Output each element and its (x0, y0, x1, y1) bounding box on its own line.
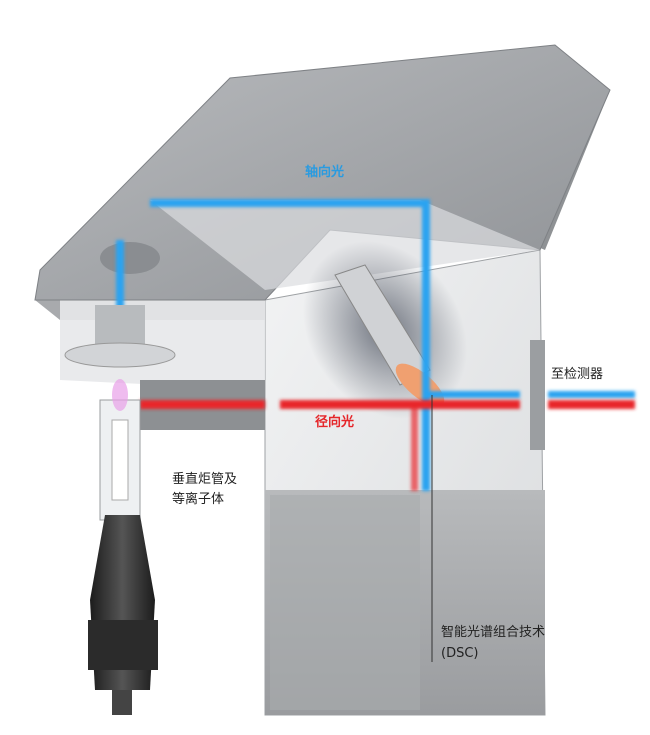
axial-light-beam (116, 199, 635, 491)
axial-port (100, 242, 160, 274)
spectrometer-body (35, 90, 610, 716)
dsc-label-line1: 智能光谱组合技术 (441, 625, 546, 640)
torch-label-line1: 垂直炬管及 (172, 472, 238, 487)
torch-mount (64, 305, 176, 368)
axial-light-label: 轴向光 (305, 165, 345, 180)
torch-label-line2: 等离子体 (172, 492, 225, 507)
plasma (112, 379, 128, 411)
to-detector-label: 至检测器 (551, 367, 604, 382)
radial-light-beam (140, 400, 635, 491)
vertical-torch (88, 379, 158, 715)
dsc-label-line2: (DSC) (441, 646, 479, 661)
radial-light-label: 径向光 (315, 415, 355, 430)
